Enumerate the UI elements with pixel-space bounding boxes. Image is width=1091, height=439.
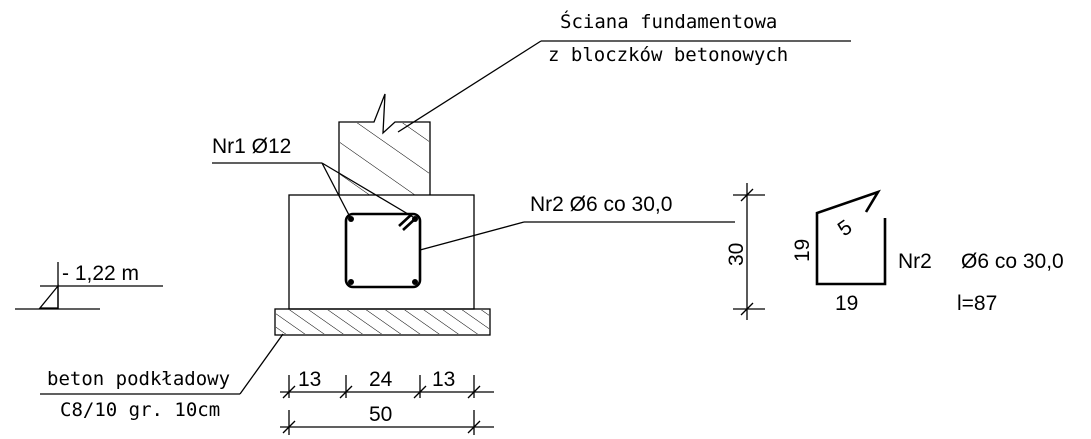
wall-label: Ściana fundamentowa z bloczków betonowyc… xyxy=(397,9,851,133)
svg-text:- 1,22 m: - 1,22 m xyxy=(62,262,139,285)
svg-text:30: 30 xyxy=(725,243,748,266)
footing-outline xyxy=(288,194,475,310)
svg-text:Nr2: Nr2 xyxy=(898,250,932,273)
stirrup-shape: 19 19 5 Nr2 Ø6 co 30,0 l=87 xyxy=(791,189,1064,315)
svg-text:19: 19 xyxy=(835,292,858,315)
svg-text:24: 24 xyxy=(369,368,393,391)
height-dimension: 30 xyxy=(725,183,765,320)
svg-text:19: 19 xyxy=(791,239,814,262)
bar-nr2-label: Nr2 Ø6 co 30,0 xyxy=(419,193,735,251)
svg-text:13: 13 xyxy=(298,368,321,391)
foundation-wall xyxy=(338,93,431,195)
bar-nr1-label: Nr1 Ø12 xyxy=(212,135,414,218)
svg-text:Nr1 Ø12: Nr1 Ø12 xyxy=(212,135,291,158)
svg-text:beton podkładowy: beton podkładowy xyxy=(47,368,230,390)
svg-text:Ø6 co 30,0: Ø6 co 30,0 xyxy=(961,250,1064,273)
level-marker: - 1,22 m xyxy=(15,262,163,310)
svg-text:5: 5 xyxy=(834,216,857,242)
svg-text:50: 50 xyxy=(369,403,392,426)
svg-text:Nr2 Ø6 co 30,0: Nr2 Ø6 co 30,0 xyxy=(530,193,672,216)
base-concrete-label: beton podkładowy C8/10 gr. 10cm xyxy=(40,333,284,421)
bottom-dimension-chain: 13 24 13 50 xyxy=(280,368,494,435)
svg-text:13: 13 xyxy=(432,368,455,391)
svg-text:Ściana fundamentowa: Ściana fundamentowa xyxy=(560,9,777,33)
stirrup-in-footing xyxy=(344,212,422,289)
svg-text:C8/10 gr. 10cm: C8/10 gr. 10cm xyxy=(60,399,220,421)
lean-concrete-base xyxy=(274,308,491,336)
svg-text:z bloczków betonowych: z bloczków betonowych xyxy=(548,44,788,66)
svg-text:l=87: l=87 xyxy=(957,292,997,315)
